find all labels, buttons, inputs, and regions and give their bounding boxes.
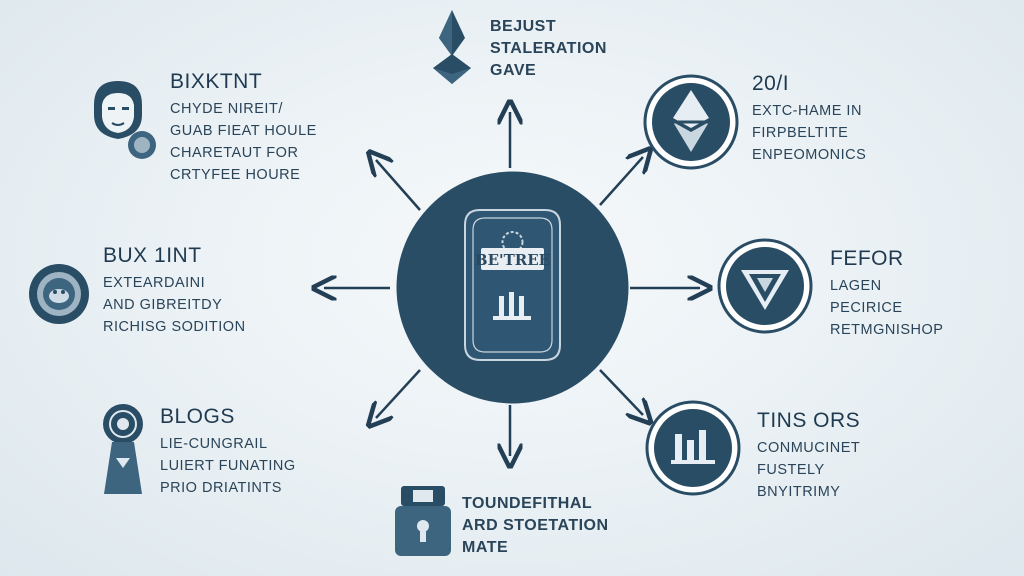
node-top-right-line-2: FIRPBELTITE (752, 125, 849, 141)
arrow-bottom-right (599, 369, 643, 415)
node-top-right-line-1: EXTC-HAME IN (752, 103, 862, 119)
medal-badge-icon (103, 404, 143, 494)
node-top-line-3: GAVE (490, 62, 537, 79)
crystal-pyramid-icon (433, 10, 471, 84)
node-bottom-line-3: MATE (462, 539, 509, 556)
node-bottom-left-text: BLOGS LIE-CUNGRAIL LUIERT FUNATING PRIO … (160, 405, 296, 499)
ethereum-diamond-icon (643, 74, 739, 170)
node-bottom-right-line-2: FUSTELY (757, 462, 825, 478)
center-label: BE'TREE (475, 251, 550, 269)
node-bottom-left-line-3: PRIO DRIATINTS (160, 480, 282, 496)
node-bottom-right-line-1: CONMUCINET (757, 440, 861, 456)
node-top-left-line-3: CHARETAUT FOR (170, 145, 299, 161)
arrow-top-right (599, 157, 643, 206)
node-bottom-left-title: BLOGS (160, 405, 235, 428)
node-left-text: BUX 1INT EXTEARDAINI AND GIBREITDY RICHI… (103, 244, 246, 338)
node-right-text: FEFOR LAGEN PECIRICE RETMGNISHOP (830, 247, 943, 341)
node-top-left-text: BIXKTNT CHYDE NIREIT/ GUAB FIEAT HOULE C… (170, 70, 317, 186)
person-profile-icon (94, 81, 156, 159)
arrow-top-left (376, 160, 421, 211)
node-left-line-3: RICHISG SODITION (103, 319, 246, 335)
bar-chart-badge-icon (645, 400, 741, 496)
node-bottom-right-line-3: BNYITRIMY (757, 484, 841, 500)
seal-emblem-icon (29, 264, 89, 324)
node-right-title: FEFOR (830, 247, 904, 270)
node-bottom-text: TOUNDEFITHAL ARD STOETATION MATE (462, 493, 609, 559)
node-bottom-left-line-2: LUIERT FUNATING (160, 458, 296, 474)
node-top-left-title: BIXKTNT (170, 70, 263, 93)
node-top-right-text: 20/I EXTC-HAME IN FIRPBELTITE ENPEOMONIC… (752, 72, 866, 166)
node-left-title: BUX 1INT (103, 244, 202, 267)
node-bottom-right-title: TINS ORS (757, 409, 861, 432)
node-left-line-1: EXTEARDAINI (103, 275, 206, 291)
node-top-right-line-3: ENPEOMONICS (752, 147, 867, 163)
node-bottom-line-2: ARD STOETATION (462, 517, 609, 534)
node-bottom-line-1: TOUNDEFITHAL (462, 495, 593, 512)
node-bottom-left-line-1: LIE-CUNGRAIL (160, 436, 268, 452)
node-top-left-line-1: CHYDE NIREIT/ (170, 101, 283, 117)
node-right-line-2: PECIRICE (830, 300, 903, 316)
node-right-line-3: RETMGNISHOP (830, 322, 944, 338)
lock-padlock-icon (395, 486, 451, 556)
node-right-line-1: LAGEN (830, 278, 882, 294)
triangle-badge-icon (717, 238, 813, 334)
center-hub: BE'TREE (396, 171, 629, 404)
node-bottom-right-text: TINS ORS CONMUCINET FUSTELY BNYITRIMY (757, 409, 860, 503)
arrow-bottom-left (376, 369, 421, 418)
node-top-line-1: BEJUST (490, 18, 557, 35)
node-top-line-2: STALERATION (490, 40, 607, 57)
node-top-text: BEJUST STALERATION GAVE (490, 16, 607, 82)
node-top-left-line-2: GUAB FIEAT HOULE (170, 123, 317, 139)
node-top-left-line-4: CRTYFEE HOURE (170, 167, 301, 183)
node-left-line-2: AND GIBREITDY (103, 297, 223, 313)
node-top-right-title: 20/I (752, 72, 790, 95)
